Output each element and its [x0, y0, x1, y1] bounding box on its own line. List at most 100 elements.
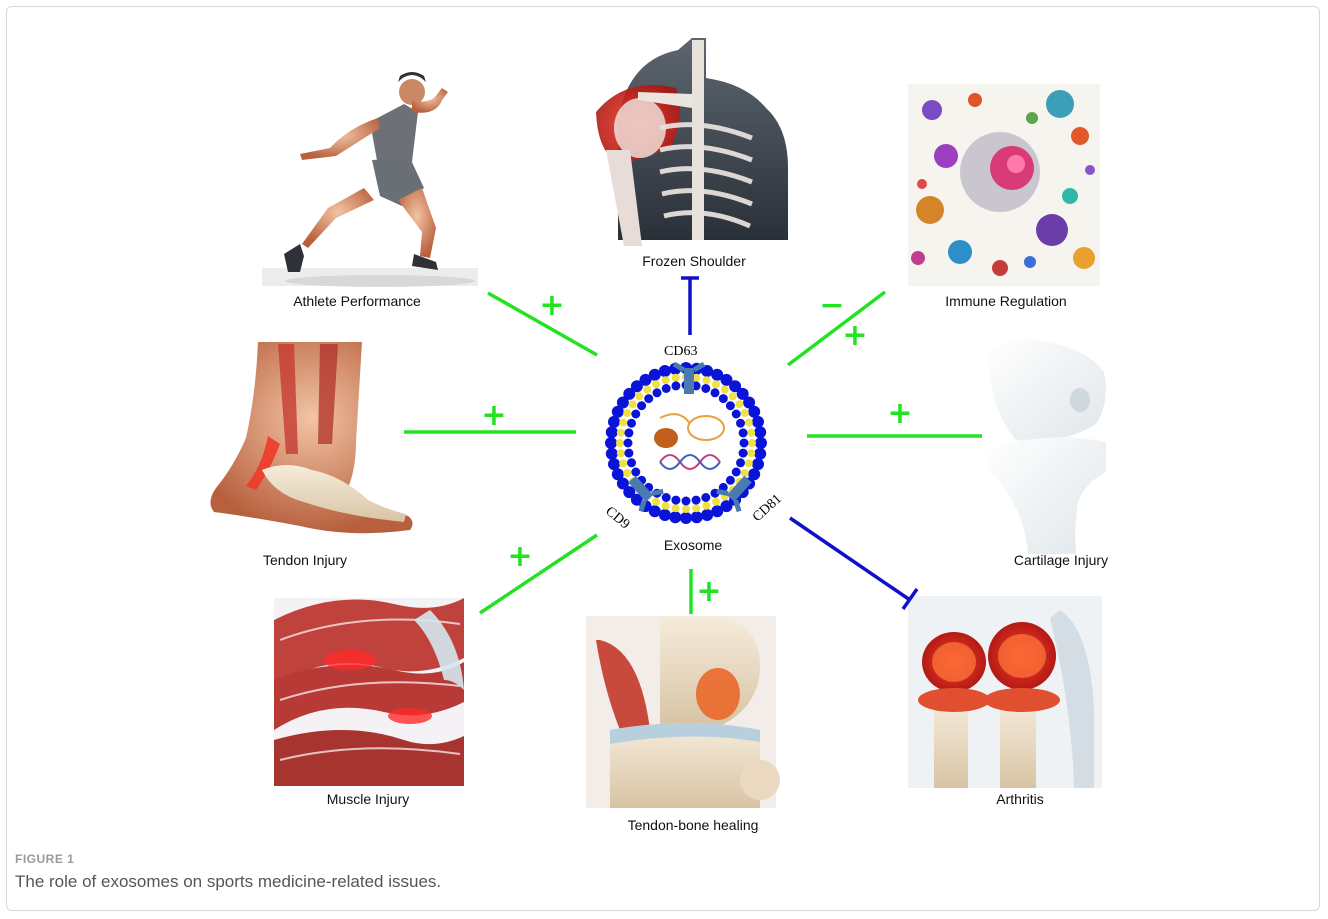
membrane-inner-blue-bead [662, 384, 671, 393]
tendon-plus-sign: + [481, 401, 506, 431]
membrane-inner-bead [652, 380, 660, 388]
connectors [404, 278, 982, 614]
membrane-inner-blue-bead [701, 493, 710, 502]
membrane-inner-blue-bead [701, 384, 710, 393]
membrane-inner-blue-bead [719, 394, 728, 403]
membrane-outer-bead [606, 426, 618, 438]
cd63-label: CD63 [664, 344, 697, 360]
membrane-inner-blue-bead [726, 401, 735, 410]
membrane-inner-blue-bead [624, 439, 633, 448]
membrane-inner-bead [617, 429, 625, 437]
membrane-inner-bead [619, 419, 627, 427]
immune-minus-sign: − [819, 291, 844, 321]
membrane-outer-bead [669, 511, 681, 523]
muscle-image [274, 598, 464, 786]
figure-caption: The role of exosomes on sports medicine-… [15, 872, 441, 892]
membrane-inner-blue-bead [739, 449, 748, 458]
membrane-inner-blue-bead [631, 468, 640, 477]
arthritis-connector [790, 518, 910, 600]
membrane-inner-blue-bead [739, 428, 748, 437]
membrane-outer-bead [605, 437, 617, 449]
membrane-inner-bead [652, 498, 660, 506]
membrane-inner-bead [617, 449, 625, 457]
membrane-inner-bead [747, 449, 755, 457]
immune-image [908, 84, 1100, 286]
tendon-bone-plus-sign: + [696, 577, 721, 607]
membrane-inner-blue-bead [736, 458, 745, 467]
membrane-inner-bead [729, 392, 737, 400]
membrane-inner-bead [735, 400, 743, 408]
membrane-inner-blue-bead [671, 496, 680, 505]
membrane-inner-blue-bead [627, 458, 636, 467]
membrane-inner-bead [619, 459, 627, 467]
membrane-outer-bead [691, 511, 703, 523]
membrane-inner-blue-bead [624, 449, 633, 458]
membrane-inner-bead [741, 469, 749, 477]
membrane-inner-bead [721, 386, 729, 394]
muscle-injury-label: Muscle Injury [327, 791, 409, 807]
membrane-outer-bead [659, 365, 671, 377]
membrane-inner-bead [745, 419, 753, 427]
membrane-inner-bead [643, 386, 651, 394]
tendon-bone-image [586, 616, 780, 808]
membrane-outer-bead [752, 416, 764, 428]
membrane-inner-bead [629, 400, 637, 408]
membrane-inner-blue-bead [732, 468, 741, 477]
membrane-inner-blue-bead [637, 401, 646, 410]
membrane-inner-bead [672, 374, 680, 382]
athlete-plus-sign: + [539, 291, 564, 321]
immune-regulation-label: Immune Regulation [945, 293, 1066, 309]
membrane-outer-bead [701, 509, 713, 521]
membrane-inner-blue-bead [671, 381, 680, 390]
membrane-inner-bead [623, 469, 631, 477]
membrane-inner-bead [712, 498, 720, 506]
cartilage-plus-sign: + [887, 399, 912, 429]
membrane-outer-bead [608, 458, 620, 470]
membrane-outer-bead [680, 512, 692, 524]
membrane-inner-bead [623, 409, 631, 417]
membrane-outer-bead [755, 437, 767, 449]
membrane-inner-blue-bead [732, 410, 741, 419]
membrane-inner-blue-bead [662, 493, 671, 502]
membrane-inner-bead [635, 392, 643, 400]
tendon-bone-healing-label: Tendon-bone healing [628, 817, 759, 833]
membrane-inner-bead [682, 505, 690, 513]
athlete-image [262, 72, 478, 287]
membrane-outer-bead [754, 426, 766, 438]
dna-cargo [660, 455, 720, 469]
cartilage-injury-label: Cartilage Injury [1014, 552, 1108, 568]
exosome-label: Exosome [664, 537, 722, 553]
immune-plus-sign: + [842, 321, 867, 351]
membrane-inner-bead [616, 439, 624, 447]
membrane-inner-blue-bead [740, 439, 749, 448]
membrane-inner-blue-bead [624, 428, 633, 437]
membrane-inner-bead [662, 376, 670, 384]
figure-number: FIGURE 1 [15, 852, 74, 866]
muscle-connector [480, 535, 597, 613]
membrane-inner-bead [748, 439, 756, 447]
membrane-inner-blue-bead [692, 496, 701, 505]
tendon-injury-label: Tendon Injury [263, 552, 347, 568]
arthritis-label: Arthritis [996, 791, 1043, 807]
membrane-inner-bead [745, 459, 753, 467]
membrane-inner-blue-bead [726, 476, 735, 485]
membrane-inner-blue-bead [736, 419, 745, 428]
frozen-shoulder-label: Frozen Shoulder [642, 253, 746, 269]
membrane-inner-bead [702, 502, 710, 510]
tendon-image [210, 342, 412, 533]
membrane-inner-blue-bead [711, 388, 720, 397]
athlete-performance-label: Athlete Performance [293, 293, 421, 309]
frozen-shoulder-image [596, 38, 788, 246]
membrane-inner-blue-bead [631, 410, 640, 419]
membrane-outer-bead [606, 448, 618, 460]
membrane-inner-bead [662, 502, 670, 510]
membrane-inner-bead [741, 409, 749, 417]
membrane-inner-blue-bead [644, 394, 653, 403]
exosome-vesicle [605, 362, 767, 524]
membrane-inner-blue-bead [682, 497, 691, 506]
cartilage-image [988, 340, 1106, 554]
membrane-inner-bead [692, 504, 700, 512]
muscle-plus-sign: + [507, 542, 532, 572]
membrane-inner-bead [747, 429, 755, 437]
